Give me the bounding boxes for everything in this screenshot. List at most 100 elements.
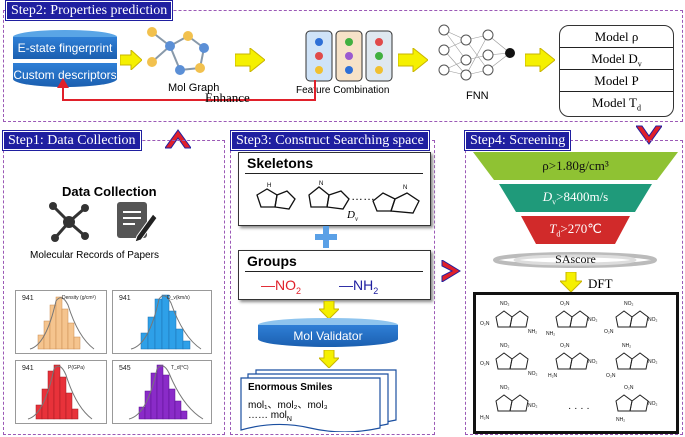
- model-rho: Model ρ: [560, 26, 673, 48]
- svg-text:NO₂: NO₂: [588, 317, 598, 323]
- models-box: Model ρ Model Dv Model P Model Td: [559, 25, 674, 117]
- network-icon: [49, 202, 89, 242]
- arrow-down-icon: [560, 272, 582, 292]
- svg-text:O₂N: O₂N: [606, 373, 616, 379]
- histogram-pressure: 941 P(GPa): [15, 360, 107, 424]
- enhance-arrow: [57, 78, 316, 101]
- chevron-down-icon: [636, 125, 662, 145]
- mol-graph-label: Mol Graph: [168, 82, 220, 94]
- svg-text:H₂N: H₂N: [480, 415, 490, 421]
- document-edit-icon: [117, 202, 157, 242]
- filter-density: ρ>1.80g/cm³: [542, 158, 609, 173]
- svg-text:O₂N: O₂N: [560, 343, 570, 349]
- svg-text:N: N: [403, 185, 407, 191]
- svg-text:NH₂: NH₂: [546, 331, 555, 337]
- mol-validator-label: Mol Validator: [258, 325, 398, 347]
- svg-text:NO₂: NO₂: [500, 343, 510, 349]
- smiles-title: Enormous Smiles: [248, 382, 333, 393]
- step2-title: Step2: Properties prediction: [6, 1, 173, 20]
- neural-network-icon: [438, 24, 515, 81]
- svg-text:NO₂: NO₂: [500, 301, 510, 307]
- filter-velocity: Dv>8400m/s: [542, 189, 609, 207]
- histogram-detonation-velocity: 941 D_v(km/s): [112, 290, 212, 354]
- screening-funnel: [473, 152, 678, 268]
- svg-text:NO₂: NO₂: [648, 317, 658, 323]
- svg-text:O₂N: O₂N: [624, 385, 634, 391]
- svg-text:O₂N: O₂N: [480, 321, 490, 327]
- hist-count: 941: [22, 365, 34, 372]
- hist-label: D_v(km/s): [167, 295, 190, 301]
- smiles-line1: mol₁、mol₂、mol₃: [248, 400, 328, 411]
- step4-title: Step4: Screening: [465, 131, 571, 150]
- hist-label: T_d(°C): [171, 365, 189, 371]
- step4-frame: [465, 140, 683, 435]
- more-molecules-dots: · · · ·: [568, 403, 590, 414]
- arrow-down-icon: [319, 350, 339, 368]
- fnn-label: FNN: [466, 90, 489, 102]
- no2-group: —NO2: [261, 277, 302, 296]
- hist-label: Density (g/cm³): [62, 295, 96, 301]
- model-td: Model Td: [592, 95, 641, 113]
- plus-icon: [315, 226, 337, 248]
- svg-text:NH₂: NH₂: [622, 343, 631, 349]
- groups-label: Groups: [247, 253, 297, 269]
- filter-temperature: Td>270℃: [549, 221, 602, 239]
- arrow-right-icon: [398, 48, 428, 72]
- sascore-label: SAscore: [555, 252, 596, 266]
- data-caption: Molecular Records of Papers: [30, 250, 159, 261]
- mol-graph-icon: [147, 27, 209, 75]
- chevron-right-icon: [441, 260, 461, 282]
- step2-frame: [3, 10, 683, 122]
- svg-text:NO₂: NO₂: [624, 301, 634, 307]
- model-dv: Model Dv: [560, 48, 673, 70]
- arrow-down-icon: [319, 301, 339, 319]
- custom-label: Custom descriptors: [13, 63, 117, 87]
- data-collection-heading: Data Collection: [62, 184, 157, 199]
- svg-text:NO₂: NO₂: [648, 359, 658, 365]
- arrow-right-icon: [525, 48, 555, 72]
- feature-matrix-icon: [305, 30, 393, 82]
- svg-text:NO₂: NO₂: [528, 371, 538, 377]
- nh2-group: —NH2: [339, 277, 379, 296]
- svg-text:H: H: [267, 183, 271, 189]
- groups-box: Groups —NO2 —NH2: [238, 250, 431, 300]
- estate-label: E-state fingerprint: [13, 37, 117, 59]
- skeletons-label: Skeletons: [247, 155, 314, 171]
- feature-label: Feature Combination: [296, 85, 390, 96]
- dv-label: Dv: [347, 209, 359, 224]
- svg-text:NO₂: NO₂: [648, 401, 658, 407]
- dft-label: DFT: [588, 276, 613, 291]
- arrow-right-icon: [120, 50, 142, 70]
- smiles-docs: Enormous Smiles mol₁、mol₂、mol₃ …… molN: [240, 368, 400, 432]
- model-p: Model P: [560, 70, 673, 92]
- svg-text:NH₂: NH₂: [528, 329, 537, 335]
- step1-title: Step1: Data Collection: [3, 131, 141, 150]
- svg-text:O₂N: O₂N: [480, 361, 490, 367]
- svg-text:NH₂: NH₂: [616, 417, 625, 423]
- svg-text:N: N: [319, 181, 323, 187]
- svg-text:O₂N: O₂N: [560, 301, 570, 307]
- histogram-decomposition-temp: 545 T_d(°C): [112, 360, 212, 424]
- histogram-density: 941 Density (g/cm³): [15, 290, 107, 354]
- arrow-right-icon: [235, 48, 265, 72]
- svg-text:NO₂: NO₂: [528, 403, 538, 409]
- smiles-line2: …… molN: [248, 410, 292, 423]
- enhance-label: Enhance: [205, 90, 250, 105]
- skeletons-box: Skeletons H N N …… Dv: [238, 152, 431, 226]
- skeleton-dots: ……: [351, 189, 375, 203]
- hist-count: 941: [22, 295, 34, 302]
- svg-text:H₂N: H₂N: [548, 373, 558, 379]
- skeletons-underline: [245, 173, 423, 174]
- groups-underline: [245, 271, 423, 272]
- svg-text:NO₂: NO₂: [500, 385, 510, 391]
- hist-label: P(GPa): [68, 365, 85, 371]
- svg-text:NO₂: NO₂: [588, 359, 598, 365]
- chevron-up-icon: [165, 129, 191, 149]
- hist-count: 941: [119, 295, 131, 302]
- hist-count: 545: [119, 365, 131, 372]
- step3-title: Step3: Construct Searching space: [231, 131, 429, 150]
- svg-text:O₂N: O₂N: [604, 329, 614, 335]
